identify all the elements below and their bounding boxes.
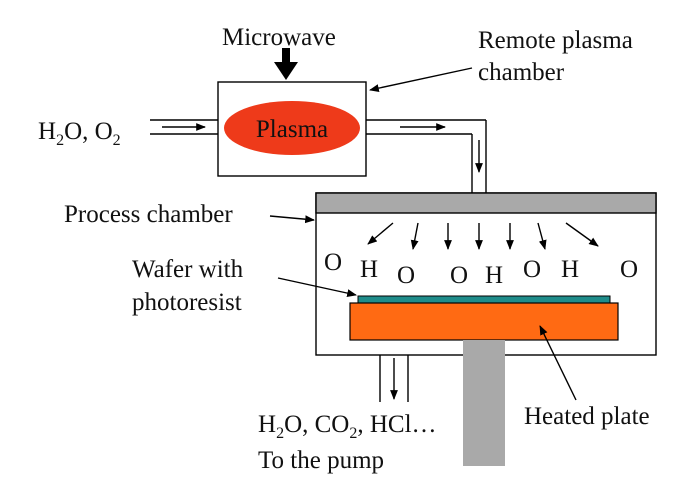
remote-plasma-pointer — [369, 67, 473, 92]
process-chamber-pointer — [269, 215, 315, 224]
showerhead-plate — [315, 192, 657, 214]
to-the-pump-label: To the pump — [258, 447, 384, 474]
species-letter: H — [360, 256, 378, 283]
transfer-tube — [366, 119, 487, 193]
species-letter: O — [397, 262, 415, 289]
wafer-pointer — [277, 277, 357, 297]
plasma-label: Plasma — [256, 116, 328, 143]
radical-arrow — [537, 222, 547, 250]
radical-arrow — [410, 222, 419, 250]
wafer-with-photoresist — [357, 295, 611, 304]
microwave-label: Microwave — [222, 24, 336, 51]
inlet-tube — [150, 119, 218, 135]
species-letter: H — [485, 262, 503, 289]
remote-plasma-label-line2: chamber — [478, 59, 565, 86]
heated-plate-pointer — [539, 325, 577, 401]
species-letter: H — [561, 256, 579, 283]
heated-plate — [349, 302, 619, 341]
radical-arrow — [367, 222, 394, 245]
species-letter: O — [450, 262, 468, 289]
species-letter: O — [324, 249, 342, 276]
radical-species: O H O O H O H O — [324, 249, 638, 289]
radical-arrow — [565, 222, 599, 247]
wafer-label-line1: Wafer with — [132, 256, 244, 283]
process-chamber-label: Process chamber — [64, 201, 233, 228]
radical-flow-arrows — [367, 222, 599, 250]
heated-plate-label: Heated plate — [524, 403, 650, 430]
microwave-arrow — [274, 48, 298, 80]
wafer-label-line2: photoresist — [132, 289, 242, 316]
heated-plate-shaft — [463, 340, 505, 466]
remote-plasma-label-line1: Remote plasma — [478, 27, 633, 54]
species-letter: O — [523, 256, 541, 283]
exhaust-tube — [379, 355, 409, 402]
inlet-gas-label: H2O, O2 — [38, 118, 121, 149]
exhaust-products-label: H2O, CO2, HCl… — [258, 411, 437, 442]
plasma-ellipse — [224, 101, 360, 155]
species-letter: O — [620, 256, 638, 283]
